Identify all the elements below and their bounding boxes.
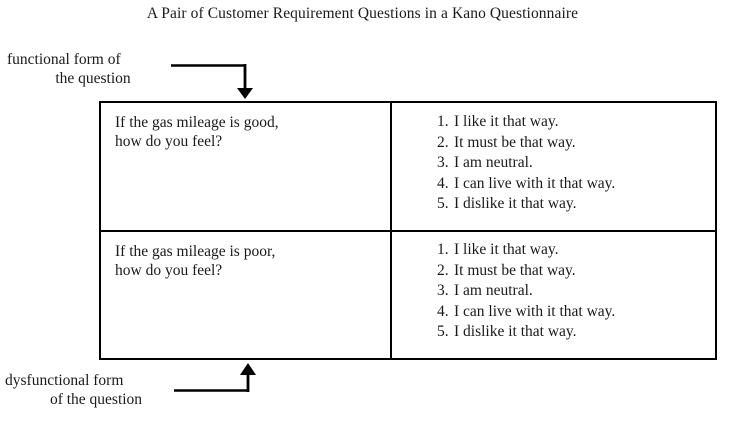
dysfunctional-question-line-2: how do you feel? [115, 262, 223, 280]
list-item: 5. I dislike it that way. [392, 322, 715, 343]
figure-title: A Pair of Customer Requirement Questions… [146, 5, 579, 22]
option-text: I am neutral. [454, 154, 533, 171]
table-row: If the gas mileage is good, how do you f… [99, 100, 717, 233]
option-text: I am neutral. [454, 282, 533, 300]
functional-form-callout-label: functional form of the question [7, 50, 187, 88]
option-number: 4. [437, 302, 449, 320]
option-number: 2. [437, 133, 449, 151]
option-number: 4. [437, 174, 449, 192]
list-item: 3. I am neutral. [392, 153, 715, 174]
list-item: 1. I like it that way. [392, 112, 715, 133]
dysfunctional-form-callout-line-2: of the question [49, 391, 143, 408]
functional-answers-list: 1. I like it that way. 2. It must be tha… [392, 103, 715, 215]
dysfunctional-question-text: If the gas mileage is poor, how do you f… [101, 232, 390, 280]
functional-question-line-1: If the gas mileage is good, [115, 114, 279, 131]
functional-form-callout-line-2: the question [55, 70, 131, 87]
functional-form-callout-line-1: functional form of [7, 51, 121, 68]
option-number: 5. [437, 195, 449, 212]
option-text: It must be that way. [454, 261, 576, 279]
kano-question-table: If the gas mileage is good, how do you f… [99, 100, 717, 360]
functional-answers-cell: 1. I like it that way. 2. It must be tha… [390, 100, 717, 233]
table-row: If the gas mileage is poor, how do you f… [99, 230, 717, 360]
list-item: 3. I am neutral. [392, 281, 715, 302]
functional-question-cell: If the gas mileage is good, how do you f… [99, 100, 392, 233]
list-item: 2. It must be that way. [392, 133, 715, 154]
list-item: 2. It must be that way. [392, 261, 715, 282]
dysfunctional-form-callout-line-1: dysfunctional form [5, 372, 124, 389]
list-item: 5. I dislike it that way. [392, 194, 715, 215]
option-number: 1. [437, 113, 449, 130]
dysfunctional-question-line-1: If the gas mileage is poor, [115, 243, 276, 261]
functional-question-line-2: how do you feel? [115, 133, 223, 150]
option-text: I dislike it that way. [454, 323, 577, 341]
list-item: 4. I can live with it that way. [392, 174, 715, 195]
option-number: 5. [437, 323, 449, 341]
list-item: 4. I can live with it that way. [392, 302, 715, 323]
option-text: I dislike it that way. [454, 195, 577, 212]
functional-question-text: If the gas mileage is good, how do you f… [101, 103, 390, 151]
list-item: 1. I like it that way. [392, 240, 715, 261]
option-number: 3. [437, 282, 449, 300]
option-text: I can live with it that way. [454, 174, 616, 192]
dysfunctional-form-callout-label: dysfunctional form of the question [5, 371, 195, 409]
option-number: 3. [437, 154, 449, 171]
option-number: 1. [437, 241, 449, 259]
option-text: It must be that way. [454, 133, 576, 151]
option-text: I can live with it that way. [454, 302, 616, 320]
option-number: 2. [437, 261, 449, 279]
dysfunctional-answers-list: 1. I like it that way. 2. It must be tha… [392, 232, 715, 343]
option-text: I like it that way. [454, 241, 559, 259]
dysfunctional-question-cell: If the gas mileage is poor, how do you f… [99, 230, 392, 360]
option-text: I like it that way. [454, 113, 559, 130]
dysfunctional-answers-cell: 1. I like it that way. 2. It must be tha… [390, 230, 717, 360]
